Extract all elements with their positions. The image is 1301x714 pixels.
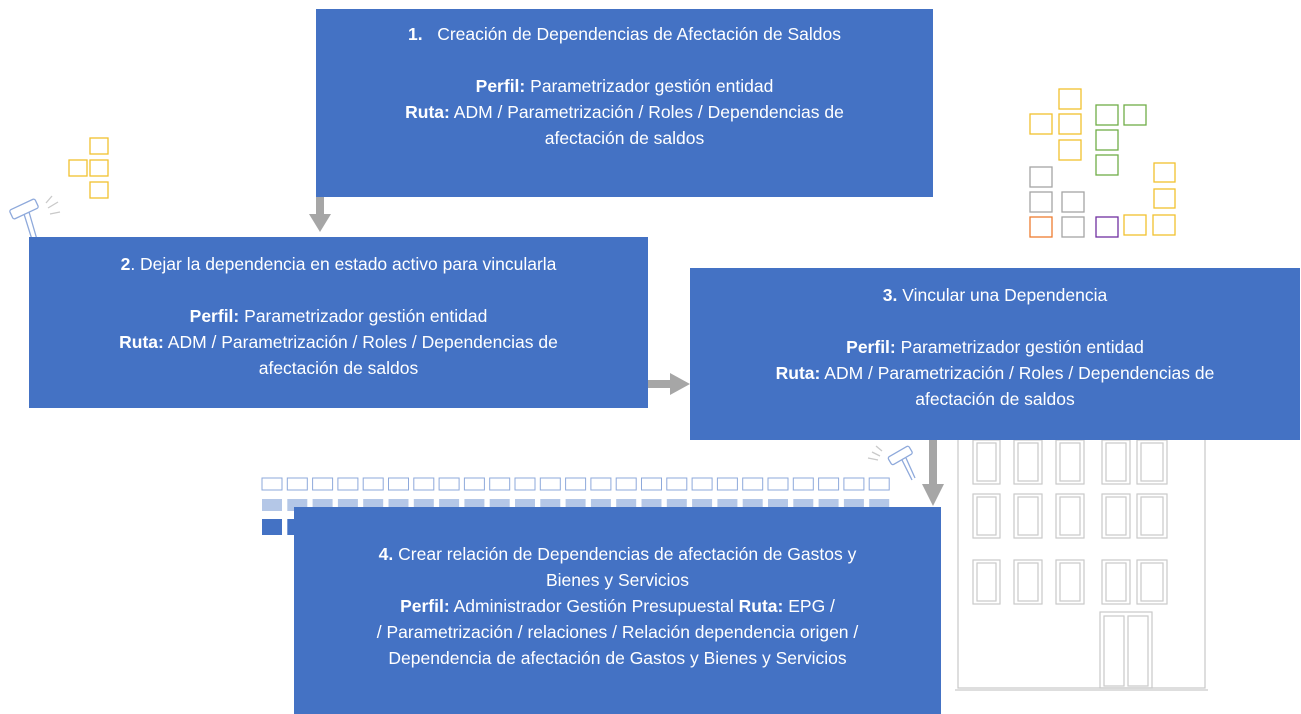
step-number: 1. [408,24,423,44]
decor-square [262,519,282,535]
colored-squares-cluster [1029,88,1176,238]
profile-label: Perfil: [400,596,450,616]
decor-square [489,477,511,491]
route-label: Ruta: [119,332,164,352]
route-label: Ruta: [405,102,450,122]
decor-square [716,477,738,491]
decor-square [767,477,789,491]
profile-label: Perfil: [189,306,240,326]
route-value-cont: afectación de saldos [915,389,1075,409]
step-3-title-line: 3. Vincular una Dependencia [690,282,1300,308]
route-value-cont: / Parametrización / relaciones / Relació… [376,622,859,642]
route-value-cont: Dependencia de afectación de Gastos y Bi… [388,648,847,668]
profile-label: Perfil: [846,337,896,357]
profile-label: Perfil: [475,76,526,96]
decor-square [286,477,308,491]
profile-value: Parametrizador gestión entidad [530,76,774,96]
step-number: 3. [882,285,898,305]
decor-square [641,477,662,491]
decor-square [514,477,536,491]
decor-square [438,477,460,491]
building-illustration [955,439,1208,691]
gavel-icon [867,445,916,481]
route-value: EPG / [788,596,835,616]
step-title: . Dejar la dependencia en estado activo … [130,254,557,274]
step-3-box: 3. Vincular una Dependencia Perfil: Para… [690,268,1300,440]
step-title-cont: Bienes y Servicios [546,570,689,590]
route-value-cont: afectación de saldos [544,128,705,148]
building-windows [972,439,1168,605]
route-value: ADM / Parametrización / Roles / Dependen… [824,363,1215,383]
arrow-step1-to-step2 [309,196,331,232]
decor-square [590,477,612,491]
route-value: ADM / Parametrización / Roles / Dependen… [453,102,844,122]
decor-square [312,477,334,491]
step-number: 2 [120,254,131,274]
decor-square [742,477,764,491]
decor-square [539,477,561,491]
route-value: ADM / Parametrización / Roles / Dependen… [167,332,558,352]
building-door [1099,611,1153,689]
decor-square [843,477,865,491]
decor-square [388,477,409,491]
step-1-title-line: 1. Creación de Dependencias de Afectació… [316,21,933,47]
profile-value: Parametrizador gestión entidad [244,306,488,326]
decor-square [262,499,282,511]
step-title: Creación de Dependencias de Afectación d… [437,24,841,44]
decor-square [337,477,359,491]
decor-square [565,477,587,491]
route-value-cont: afectación de saldos [258,358,419,378]
decor-square [615,477,637,491]
route-label: Ruta: [738,596,784,616]
profile-value: Parametrizador gestión entidad [900,337,1144,357]
decor-square [666,477,688,491]
yellow-squares-left [68,137,109,199]
step-number: 4. [378,544,394,564]
decor-square [818,477,840,491]
route-label: Ruta: [775,363,821,383]
profile-value: Administrador Gestión Presupuestal [453,596,734,616]
arrow-step2-to-step3 [648,373,690,395]
step-2-title-line: 2. Dejar la dependencia en estado activo… [29,251,648,277]
square-row-outline [261,477,890,491]
step-2-box: 2. Dejar la dependencia en estado activo… [29,237,648,408]
step-4-box: 4. Crear relación de Dependencias de afe… [294,507,941,714]
decor-square [362,477,384,491]
decor-square [413,477,435,491]
decor-square [792,477,814,491]
step-title: Crear relación de Dependencias de afecta… [398,544,857,564]
step-title: Vincular una Dependencia [902,285,1108,305]
step-1-box: 1. Creación de Dependencias de Afectació… [316,9,933,197]
decor-square [868,477,890,491]
arrow-step3-to-step4 [922,440,944,506]
decor-square [463,477,485,491]
decor-square [691,477,713,491]
decor-square [261,477,283,491]
